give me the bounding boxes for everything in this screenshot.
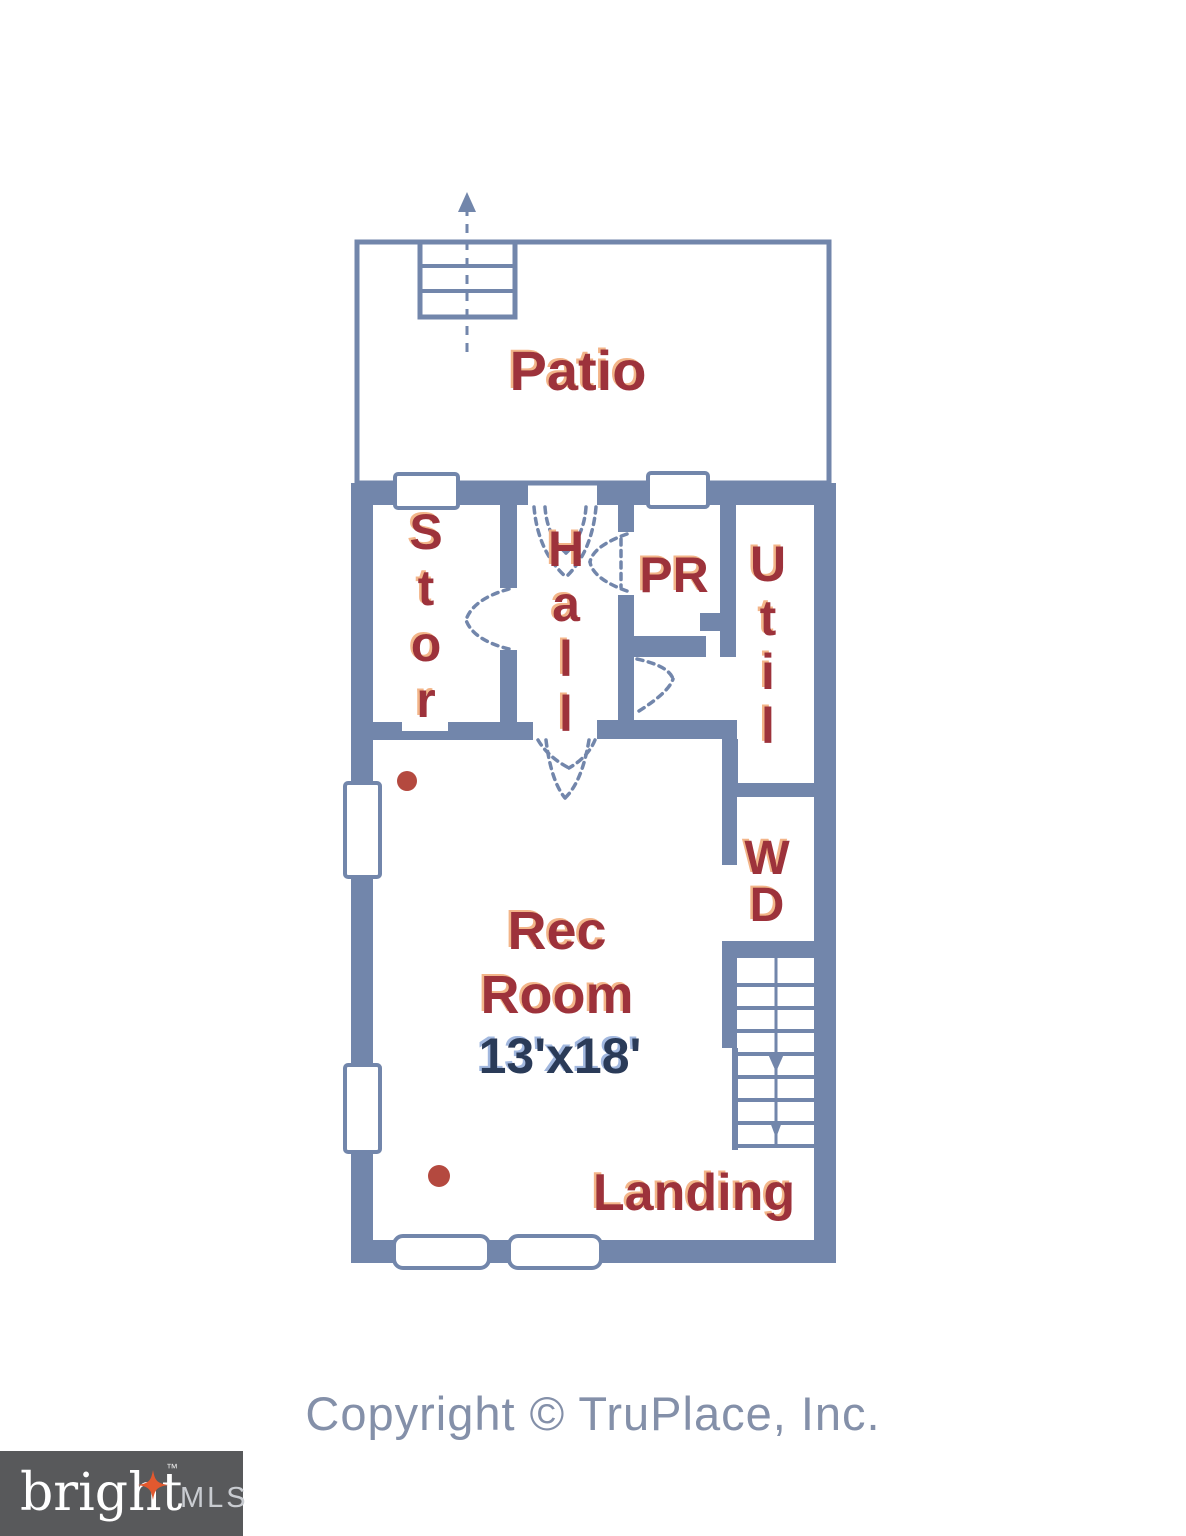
detector-dot-lower <box>428 1165 450 1187</box>
logo-brand-text: bright <box>20 1463 183 1523</box>
interior-walls <box>362 505 814 1150</box>
pr-door-arc <box>588 532 629 564</box>
bright-mls-logo: bright ™ MLS <box>0 1451 246 1536</box>
stor-right-wall-lower <box>500 650 517 740</box>
landing-label: Landing <box>593 1164 795 1222</box>
rec-room-label-line2: Room <box>481 965 634 1025</box>
corridor-door-arc <box>637 677 675 713</box>
stor-window <box>393 472 460 510</box>
rec-room-dimension: 13'x18' <box>479 1028 642 1084</box>
patio-outline <box>354 239 832 486</box>
sparkle-star-icon <box>138 1470 168 1500</box>
top-wall-right <box>597 483 836 505</box>
rec-door-arc <box>536 738 571 770</box>
hall-bottom-wall <box>597 720 737 739</box>
pr-left-wall-lower <box>618 595 634 722</box>
right-wall <box>814 483 836 1263</box>
stor-bottom-wall-notch <box>402 722 448 731</box>
util-step-wall <box>722 739 738 797</box>
up-arrow-icon <box>458 192 476 212</box>
patio-door-arc <box>564 505 598 579</box>
rec-door-arc <box>563 738 591 800</box>
left-window-lower <box>343 1063 382 1154</box>
staircase <box>737 958 814 1148</box>
stor-right-wall-upper <box>500 505 517 588</box>
stair-left-wall-upper <box>722 958 737 1048</box>
stor-door-arc <box>464 618 511 651</box>
stair-down-arrow-icon <box>768 1054 784 1072</box>
rec-room-label-line1: Rec <box>507 901 606 961</box>
stair-left-wall-lower <box>732 1048 738 1150</box>
wd-closet-wall <box>722 797 737 865</box>
pr-bottom-wall <box>618 636 706 657</box>
patio-door-arc <box>564 505 588 555</box>
pr-label: PR <box>639 547 708 603</box>
corridor-door-arc <box>635 657 675 681</box>
pr-left-wall-upper <box>618 505 634 532</box>
patio-door-arc <box>543 505 568 555</box>
stair-top-wall <box>722 941 814 958</box>
logo-mls-text: MLS <box>180 1482 249 1514</box>
trademark-symbol: ™ <box>166 1461 178 1475</box>
util-bottom-wall <box>722 783 814 797</box>
bottom-window-left <box>392 1234 491 1270</box>
left-window-upper <box>343 781 382 879</box>
door-swings <box>464 505 675 800</box>
rec-door-arc <box>544 738 567 800</box>
patio-label: Patio <box>510 339 647 402</box>
patio-door-arc <box>532 505 568 579</box>
patio-area <box>354 192 832 486</box>
stor-door-arc <box>464 587 511 622</box>
util-left-wall <box>720 505 736 657</box>
windows <box>343 471 710 1270</box>
bottom-window-right <box>507 1234 603 1270</box>
pr-door-arc <box>588 560 629 593</box>
copyright-text: Copyright © TruPlace, Inc. <box>305 1387 881 1440</box>
detector-dot-upper <box>397 771 417 791</box>
pr-window <box>646 471 710 509</box>
stair-down-arrow-icon <box>770 1122 782 1138</box>
